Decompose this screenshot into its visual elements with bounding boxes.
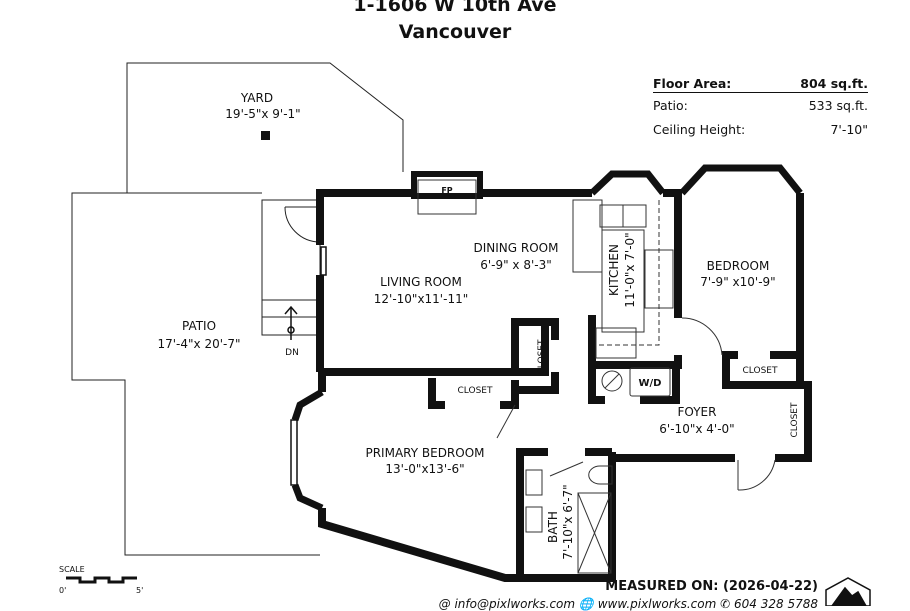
website-link[interactable]: www.pixlworks.com	[597, 597, 717, 611]
scale-start: 0'	[59, 586, 66, 595]
ceiling-height-label: Ceiling Height:	[653, 122, 746, 137]
scale-label: SCALE	[59, 565, 85, 574]
email-icon: @	[438, 597, 455, 611]
scale-end: 5'	[136, 586, 143, 595]
email-link[interactable]: info@pixlworks.com	[454, 597, 576, 611]
city-title: Vancouver	[398, 21, 512, 43]
primary-bedroom-name: PRIMARY BEDROOM	[365, 446, 484, 460]
ceiling-height-row: Ceiling Height: 7'-10"	[653, 122, 868, 146]
vanity-sink-2	[525, 506, 543, 533]
fireplace-hearth	[417, 179, 477, 215]
yard-marker	[261, 131, 270, 140]
vanity-sink-1	[525, 469, 543, 496]
bath-dims: 7'-10"x 6'-7"	[561, 484, 575, 559]
patio-door-swing	[284, 206, 321, 243]
phone-icon: ✆	[720, 597, 735, 611]
kitchen-counter	[572, 199, 603, 273]
floor-area-row: Floor Area: 804 sq.ft.	[653, 76, 868, 93]
scale-bar: SCALE 0' 5'	[59, 565, 143, 595]
company-logo	[825, 577, 871, 606]
contact-line: @ info@pixlworks.com 🌐 www.pixlworks.com…	[439, 597, 818, 611]
floor-area-value: 804 sq.ft.	[800, 76, 868, 91]
patio-area-value: 533 sq.ft.	[808, 98, 868, 113]
kitchen-dims: 11'-0"x 7'-0"	[623, 232, 637, 307]
shower	[577, 492, 612, 574]
water-heater-icon	[601, 370, 623, 392]
washer-dryer-label: W/D	[639, 378, 662, 389]
fireplace-label: FP	[441, 186, 452, 195]
patio-name: PATIO	[182, 319, 216, 333]
fridge	[595, 327, 637, 359]
hall-closet-label: CLOSET	[537, 339, 547, 374]
windows	[290, 164, 803, 512]
bath-door	[549, 461, 584, 477]
area-summary: Floor Area: 804 sq.ft. Patio: 533 sq.ft. C…	[653, 76, 868, 146]
yard-name: YARD	[240, 91, 273, 105]
living-room-dims: 12'-10"x11'-11"	[374, 292, 468, 306]
primary-closet-label: CLOSET	[458, 386, 493, 396]
stairs-down-arrow	[284, 305, 298, 340]
outdoor-outlines	[71, 62, 404, 556]
kitchen-island	[601, 229, 645, 333]
bedroom-name: BEDROOM	[707, 259, 770, 273]
patio-area-label: Patio:	[653, 98, 688, 113]
patio-dims: 17'-4"x 20'-7"	[157, 337, 240, 351]
yard-dims: 19'-5"x 9'-1"	[225, 107, 300, 121]
phone-number: 604 328 5788	[734, 597, 818, 611]
measured-date: MEASURED ON: (2026-04-22)	[605, 579, 818, 594]
bedroom-door-swing	[681, 317, 723, 356]
foyer-closet-label: CLOSET	[790, 402, 800, 437]
fixtures	[417, 179, 776, 574]
patio-area-row: Patio: 533 sq.ft.	[653, 98, 868, 122]
ceiling-height-value: 7'-10"	[830, 122, 868, 137]
bedroom-closet-label: CLOSET	[743, 366, 778, 376]
address-title: 1-1606 W 10th Ave	[353, 0, 557, 16]
dining-room-name: DINING ROOM	[474, 241, 559, 255]
foyer-dims: 6'-10"x 4'-0"	[659, 422, 734, 436]
living-room-name: LIVING ROOM	[380, 275, 462, 289]
entry-door-swing	[737, 459, 776, 491]
dining-room-dims: 6'-9" x 8'-3"	[480, 258, 552, 272]
walls	[316, 171, 812, 582]
stairs-down-label: DN	[285, 348, 299, 358]
washer-dryer	[629, 367, 671, 397]
yard-outline	[126, 62, 404, 193]
primary-bedroom-dims: 13'-0"x13'-6"	[385, 462, 464, 476]
globe-icon: 🌐	[578, 597, 598, 611]
floor-area-label: Floor Area:	[653, 76, 732, 91]
toilet	[588, 465, 613, 485]
bath-name: BATH	[546, 511, 560, 543]
primary-door	[496, 404, 516, 439]
foyer-name: FOYER	[678, 405, 717, 419]
bedroom-dims: 7'-9" x10'-9"	[700, 275, 775, 289]
kitchen-name: KITCHEN	[607, 244, 621, 296]
patio-outline	[71, 192, 320, 556]
